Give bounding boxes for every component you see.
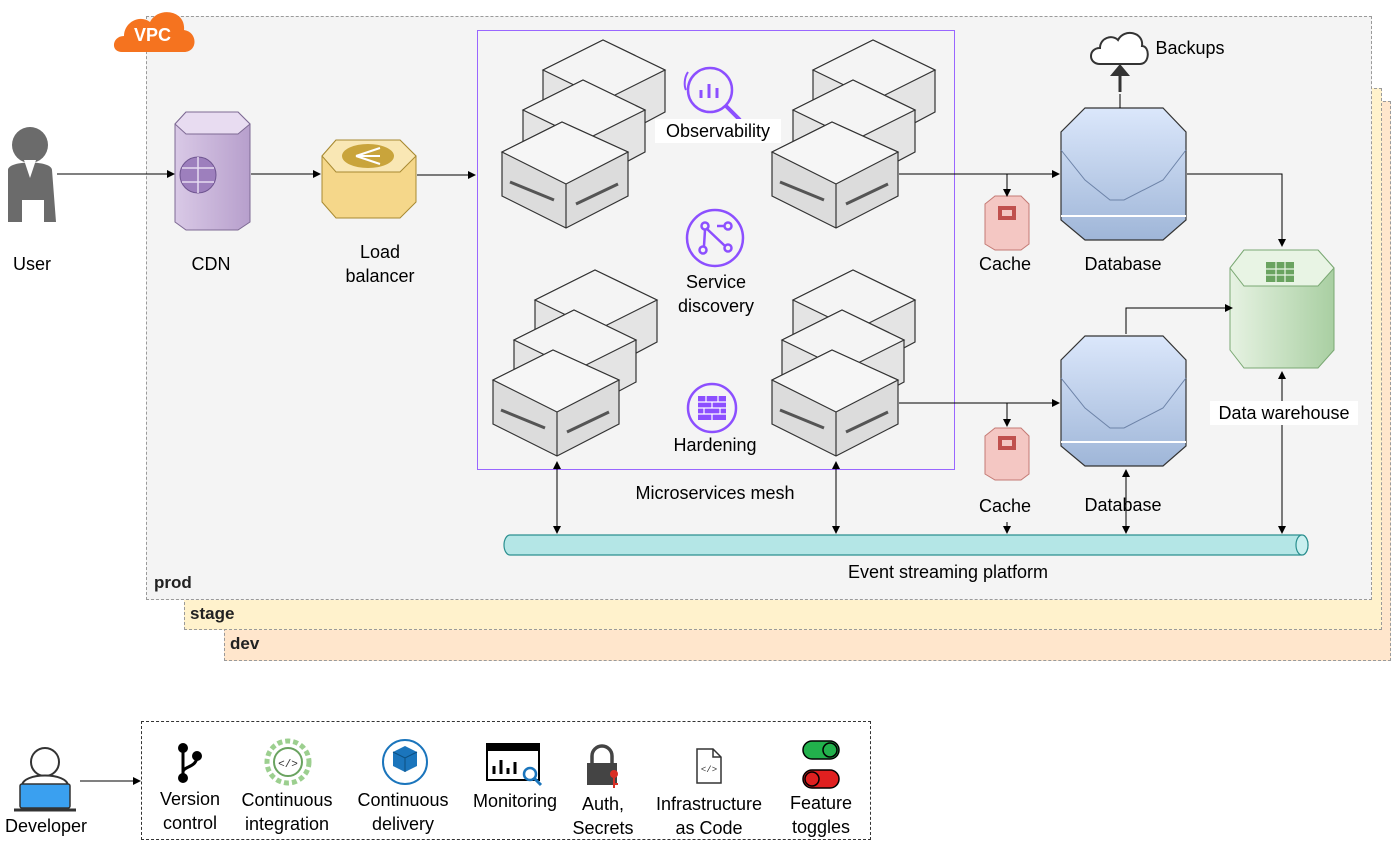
vpc-badge bbox=[113, 12, 195, 53]
data-warehouse-label: Data warehouse bbox=[1210, 401, 1358, 425]
database-top-icon bbox=[1060, 107, 1187, 241]
user-label: User bbox=[12, 254, 51, 274]
backups-cloud-icon bbox=[1090, 31, 1149, 92]
developer-tools-frame bbox=[141, 721, 871, 840]
load-balancer-label-line2: balancer bbox=[345, 266, 415, 286]
mesh-label: Microservices mesh bbox=[635, 483, 795, 503]
tool-label-cd-1: Continuous bbox=[357, 790, 449, 810]
tool-label-version-control-1: Version bbox=[159, 789, 221, 809]
prod-label: prod bbox=[154, 573, 192, 592]
database-top-label: Database bbox=[1084, 254, 1162, 274]
git-branch-icon bbox=[178, 743, 202, 783]
tool-label-auth-2: Secrets bbox=[572, 818, 634, 838]
monitoring-icon bbox=[486, 743, 543, 787]
load-balancer-label-line1: Load bbox=[359, 242, 401, 262]
tool-label-ci-1: Continuous bbox=[241, 790, 333, 810]
tool-label-monitoring: Monitoring bbox=[472, 791, 558, 811]
dev-label: dev bbox=[230, 634, 260, 653]
developer-label: Developer bbox=[4, 816, 88, 836]
cache-bottom-label: Cache bbox=[978, 496, 1032, 516]
database-bottom-label: Database bbox=[1084, 495, 1162, 515]
tool-label-toggles-1: Feature bbox=[789, 793, 853, 813]
load-balancer-icon bbox=[321, 139, 417, 219]
cdn-icon bbox=[174, 111, 251, 231]
connectors bbox=[57, 94, 1286, 785]
tool-label-toggles-2: toggles bbox=[791, 817, 851, 837]
tool-label-version-control-2: control bbox=[162, 813, 218, 833]
cache-top-label: Cache bbox=[978, 254, 1032, 274]
developer-icon bbox=[14, 747, 76, 812]
cache-top-icon bbox=[984, 195, 1030, 251]
tool-label-auth-1: Auth, bbox=[581, 794, 625, 814]
database-bottom-icon bbox=[1060, 335, 1187, 467]
service-discovery-icon bbox=[685, 208, 745, 268]
data-warehouse-icon bbox=[1229, 249, 1335, 369]
event-streaming-pipe bbox=[503, 534, 1309, 556]
user-icon bbox=[8, 127, 56, 222]
service-group-bottom-right bbox=[770, 269, 917, 457]
toggle-icon bbox=[802, 740, 840, 789]
hardening-label: Hardening bbox=[673, 435, 757, 455]
ci-gear-icon: </> bbox=[264, 738, 312, 786]
service-group-bottom-left bbox=[491, 269, 659, 457]
observability-label: Observability bbox=[655, 119, 781, 143]
code-file-icon: </> bbox=[696, 748, 722, 784]
backups-label: Backups bbox=[1155, 38, 1225, 58]
cdn-label: CDN bbox=[191, 254, 231, 274]
svg-text:</>: </> bbox=[278, 759, 298, 771]
service-group-top-left bbox=[500, 39, 667, 229]
hardening-icon bbox=[686, 382, 738, 434]
cd-box-icon bbox=[382, 739, 428, 785]
service-discovery-label-line2: discovery bbox=[677, 296, 755, 316]
stage-label: stage bbox=[190, 604, 235, 623]
service-group-top-right bbox=[770, 39, 937, 229]
tool-label-cd-2: delivery bbox=[371, 814, 435, 834]
vpc-badge-label: VPC bbox=[134, 25, 172, 45]
tool-label-ci-2: integration bbox=[244, 814, 330, 834]
svg-text:</>: </> bbox=[701, 765, 717, 775]
tool-label-iac-1: Infrastructure bbox=[655, 794, 763, 814]
microservices-mesh-frame bbox=[477, 30, 955, 470]
observability-icon bbox=[683, 66, 742, 122]
service-discovery-label-line1: Service bbox=[685, 272, 747, 292]
cache-bottom-icon bbox=[984, 427, 1030, 481]
event-streaming-label: Event streaming platform bbox=[847, 562, 1049, 582]
tool-label-iac-2: as Code bbox=[675, 818, 743, 838]
lock-key-icon bbox=[587, 744, 618, 788]
